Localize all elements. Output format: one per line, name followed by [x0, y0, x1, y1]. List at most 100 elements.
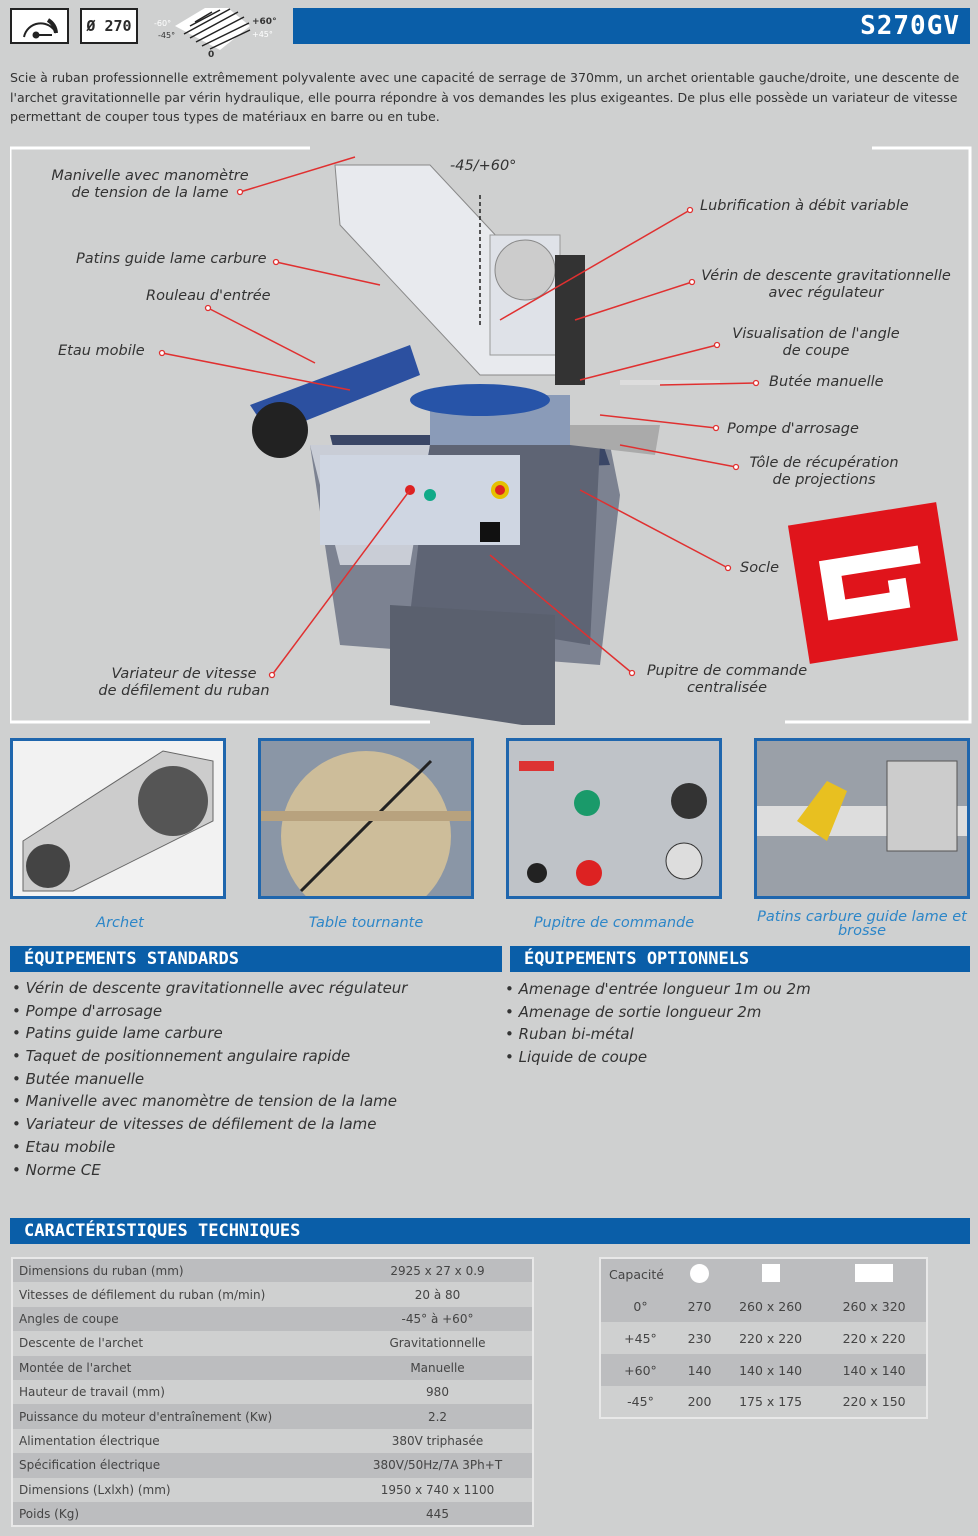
spec-row: Poids (Kg) 445: [12, 1501, 533, 1527]
capacity-row: +45° 230 220 x 220 220 x 220: [600, 1322, 927, 1354]
list-item: Variateur de vitesses de défilement de l…: [12, 1113, 407, 1136]
angle-label: 0: [208, 50, 215, 60]
capacity-value: 140 x 140: [842, 1362, 906, 1378]
spec-value: 2.2: [427, 1409, 448, 1424]
capacity-value: 220 x 220: [739, 1330, 803, 1346]
list-item: Taquet de positionnement angulaire rapid…: [12, 1045, 407, 1068]
list-item: Vérin de descente gravitationnelle avec …: [12, 977, 408, 1000]
capacity-value: 220 x 220: [842, 1330, 906, 1346]
callout-patins: Patins guide lame carbure: [76, 251, 267, 267]
capacity-value: 220 x 150: [842, 1394, 906, 1409]
list-item: Manivelle avec manomètre de tension de l…: [12, 1090, 407, 1113]
capacity-value: 270: [687, 1298, 712, 1314]
spec-row: Puissance du moteur d'entraînement (Kw) 2…: [12, 1404, 533, 1429]
spec-value: Gravitationnelle: [389, 1336, 486, 1351]
list-item: Etau mobile: [12, 1136, 407, 1159]
cutting-angle-icon: -60° -45° +60° +45° 0: [150, 4, 280, 62]
angle-label: -60°: [154, 19, 172, 28]
list-item: Butée manuelle: [12, 1068, 407, 1091]
spec-row: Vitesses de défilement du ruban (m/min) 2…: [12, 1282, 533, 1307]
machine-illustration: [10, 145, 972, 725]
capacity-row: -45° 200 175 x 175 220 x 150: [600, 1386, 927, 1418]
capacity-value: 260 x 260: [739, 1298, 803, 1314]
callout-angle: -45/+60°: [450, 158, 517, 174]
capacity-angle: -45°: [627, 1394, 654, 1409]
tension-gauge-icon: [10, 8, 69, 44]
callout-socle: Socle: [740, 560, 779, 576]
product-description: Scie à ruban professionnelle extrêmement…: [10, 70, 960, 124]
capacity-angle: 0°: [633, 1298, 648, 1314]
spec-row: Angles de coupe-45° à +60°: [12, 1306, 533, 1332]
spec-value: 445: [426, 1506, 449, 1521]
spec-label: Angles de coupe: [19, 1311, 119, 1326]
spec-label: Vitesses de défilement du ruban (m/min): [19, 1287, 266, 1302]
thumbnail-caption: Pupitre de commande: [533, 915, 695, 931]
spec-row: Dimensions du ruban (mm) 2925 x 27 x 0.9: [12, 1258, 533, 1283]
list-item: Norme CE: [12, 1159, 407, 1182]
capacity-value: 140: [687, 1362, 712, 1378]
round-section-icon: [680, 1258, 719, 1290]
spec-label: Spécification électrique: [19, 1458, 161, 1473]
spec-value: 980: [426, 1385, 449, 1400]
list-item: Amenage de sortie longueur 2m: [505, 1001, 811, 1024]
spec-value: 2925 x 27 x 0.9: [390, 1263, 485, 1278]
optional-list: Amenage d'entrée longueur 1m ou 2m Amena…: [505, 978, 811, 1069]
list-item: Patins guide lame carbure: [12, 1022, 407, 1045]
spec-value: 20 à 80: [414, 1287, 461, 1302]
spec-label: Dimensions (Lxlxh) (mm): [19, 1482, 171, 1497]
callout-etau: Etau mobile: [58, 343, 145, 359]
spec-row: Hauteur de travail (mm) 980: [12, 1379, 533, 1405]
angle-label: +60°: [252, 17, 277, 27]
spec-label: Descente de l'archet: [19, 1336, 144, 1351]
callout-butee: Butée manuelle: [769, 374, 884, 390]
capacity-angle: +45°: [624, 1330, 657, 1346]
spec-label: Puissance du moteur d'entraînement (Kw): [19, 1409, 273, 1424]
capacity-value: 175 x 175: [739, 1394, 803, 1409]
rectangle-section-icon: [822, 1258, 927, 1290]
angle-label: +45°: [252, 30, 273, 39]
capacity-header-row: Capacité: [600, 1258, 927, 1290]
capacity-value: 200: [687, 1394, 712, 1409]
capacity-value: 230: [687, 1330, 712, 1346]
spec-value: 380V triphasée: [391, 1433, 484, 1448]
section-standard-title: ÉQUIPEMENTS STANDARDS: [10, 946, 502, 972]
spec-label: Poids (Kg): [19, 1506, 80, 1521]
callout-pompe: Pompe d'arrosage: [727, 421, 859, 437]
capacity-header: Capacité: [609, 1267, 664, 1282]
spec-value: 1950 x 740 x 1100: [380, 1482, 495, 1497]
callout-rouleau: Rouleau d'entrée: [146, 288, 271, 304]
spec-value: 380V/50Hz/7A 3Ph+T: [372, 1458, 503, 1473]
list-item: Liquide de coupe: [505, 1046, 811, 1069]
spec-row: Descente de l'archet Gravitationnelle: [12, 1331, 533, 1356]
spec-row: Alimentation électrique 380V triphasée: [12, 1428, 533, 1454]
diameter-badge: Ø 270: [80, 8, 138, 44]
spec-label: Alimentation électrique: [19, 1433, 160, 1448]
list-item: Amenage d'entrée longueur 1m ou 2m: [505, 978, 811, 1001]
capacity-angle: +60°: [624, 1362, 657, 1378]
thumbnail-caption: Patins carbure guide lame et brosse: [757, 909, 967, 939]
callout-lubrification: Lubrification à débit variable: [700, 198, 909, 214]
spec-label: Hauteur de travail (mm): [19, 1385, 165, 1400]
model-title: S270GV: [293, 8, 970, 44]
square-section-icon: [719, 1258, 822, 1290]
spec-row: Spécification électrique 380V/50Hz/7A 3Ph…: [12, 1453, 533, 1478]
spec-label: Dimensions du ruban (mm): [19, 1263, 184, 1278]
spec-value: Manuelle: [410, 1360, 465, 1375]
section-optional-title: ÉQUIPEMENTS OPTIONNELS: [510, 946, 970, 972]
spec-label: Montée de l'archet: [19, 1360, 132, 1375]
brand-logo: [787, 502, 959, 664]
thumbnail-patins: [754, 738, 970, 899]
spec-row: Montée de l'archet Manuelle: [12, 1355, 533, 1380]
list-item: Ruban bi-métal: [505, 1023, 811, 1046]
section-specs-title: CARACTÉRISTIQUES TECHNIQUES: [10, 1218, 970, 1244]
